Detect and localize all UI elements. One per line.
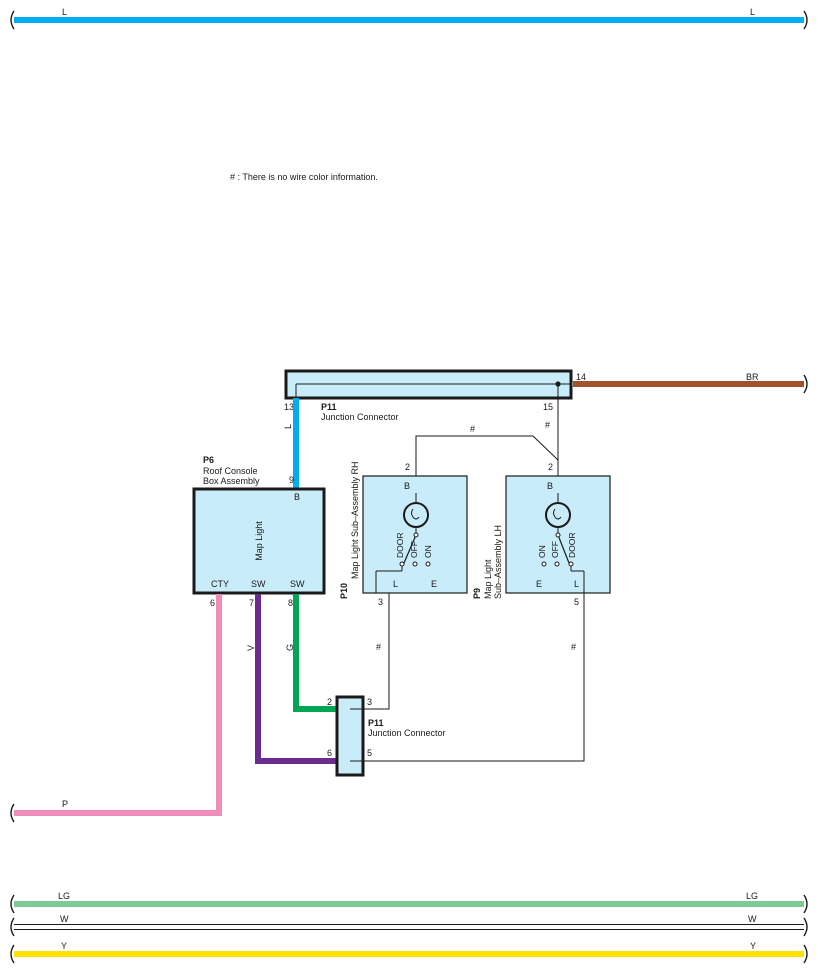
top-jc-code: P11	[321, 402, 337, 412]
p9-code: P9	[472, 588, 482, 599]
junction-connector-top: 14 13 15 P11 Junction Connector	[284, 369, 586, 422]
bus-br-label: BR	[746, 372, 759, 382]
p6-pin-7: 7	[249, 598, 254, 608]
wire-v: V	[246, 594, 337, 764]
p9-switch-off: OFF	[550, 541, 560, 558]
p10-switch-door: DOOR	[395, 533, 405, 559]
p9-name-line2: Sub–Assembly LH	[493, 525, 503, 599]
p10-switch-on: ON	[423, 545, 433, 558]
p10-pin-2: 2	[405, 462, 410, 472]
bus-lg-left-label: LG	[58, 891, 70, 901]
wire-hash-p10: #	[376, 642, 381, 652]
bus-w-right-label: W	[748, 914, 757, 924]
wire-hash-p9: #	[571, 642, 576, 652]
p6-name-line2: Box Assembly	[203, 476, 260, 486]
bus-l-left-label: L	[62, 7, 67, 17]
bottom-jc-name: Junction Connector	[368, 728, 446, 738]
wire-l-label: L	[283, 424, 293, 429]
top-jc-name: Junction Connector	[321, 412, 399, 422]
p10-pin-3: 3	[378, 597, 383, 607]
p10-code: P10	[339, 583, 349, 599]
wire-g-label: G	[285, 644, 295, 651]
roof-console-box-p6: P6 Roof Console Box Assembly 9 B Map Lig…	[192, 455, 326, 608]
wire-hash-p15: #	[545, 420, 550, 430]
p6-name-line1: Roof Console	[203, 466, 258, 476]
bottom-jc-pin-3: 3	[367, 697, 372, 707]
p6-terminal-b: B	[294, 492, 300, 502]
map-light-rh-p10: 2 B DOOR OFF ON L E 3 P10 Map Light Sub–…	[339, 461, 468, 607]
wire-v-label: V	[246, 645, 256, 651]
p6-pin-9: 9	[289, 475, 294, 485]
junction-connector-bottom: 2 3 6 5 P11 Junction Connector	[327, 695, 446, 777]
bus-y-right-label: Y	[750, 941, 756, 951]
p6-pin-6: 6	[210, 598, 215, 608]
p9-switch-on: ON	[537, 545, 547, 558]
p10-terminal-e: E	[431, 579, 437, 589]
wire-g: G	[285, 594, 337, 712]
p9-pin-5: 5	[574, 597, 579, 607]
p10-switch-off: OFF	[409, 541, 419, 558]
p9-terminal-b: B	[547, 481, 553, 491]
bus-wire-w: W W	[10, 914, 808, 937]
p9-name-line1: Map Light	[483, 559, 493, 599]
p6-pin-8: 8	[288, 598, 293, 608]
bus-w-left-label: W	[60, 914, 69, 924]
switch-lever-icon	[403, 534, 417, 564]
uncolored-wires	[363, 398, 585, 762]
p6-terminal-sw-8: SW	[290, 579, 305, 589]
p10-terminal-l: L	[393, 579, 398, 589]
wire-br: BR	[573, 372, 808, 394]
p9-terminal-e: E	[536, 579, 542, 589]
top-jc-pin-13: 13	[284, 402, 294, 412]
p9-terminal-l: L	[574, 579, 579, 589]
wire-p: P	[10, 594, 222, 823]
bus-l-right-label: L	[750, 7, 755, 17]
bus-wire-lg: LG LG	[10, 891, 808, 914]
bottom-jc-code: P11	[368, 718, 384, 728]
p6-code: P6	[203, 455, 214, 465]
bus-wire-y: Y Y	[10, 941, 808, 964]
p6-terminal-sw-7: SW	[251, 579, 266, 589]
p6-terminal-cty: CTY	[211, 579, 229, 589]
bus-p-label: P	[62, 799, 68, 809]
p9-switch-door: DOOR	[567, 533, 577, 559]
bus-y-left-label: Y	[61, 941, 67, 951]
bus-lg-right-label: LG	[746, 891, 758, 901]
p10-terminal-b: B	[404, 481, 410, 491]
p6-map-light-label: Map Light	[254, 521, 264, 561]
top-jc-pin-15: 15	[543, 402, 553, 412]
p9-pin-2: 2	[548, 462, 553, 472]
wire-l-vertical: L	[283, 398, 299, 489]
bus-wire-l: L L	[10, 7, 808, 30]
map-light-lh-p9: 2 B ON OFF DOOR E L 5 P9 Map Light Sub–A…	[472, 462, 611, 607]
switch-lever-icon	[557, 534, 570, 564]
no-wire-color-note: # : There is no wire color information.	[230, 172, 378, 182]
wire-hash-top: #	[470, 424, 475, 434]
bottom-jc-pin-5: 5	[367, 748, 372, 758]
bottom-jc-pin-2: 2	[327, 697, 332, 707]
top-jc-pin-14: 14	[576, 372, 586, 382]
bottom-jc-pin-6: 6	[327, 748, 332, 758]
p10-name: Map Light Sub–Assembly RH	[350, 461, 360, 579]
